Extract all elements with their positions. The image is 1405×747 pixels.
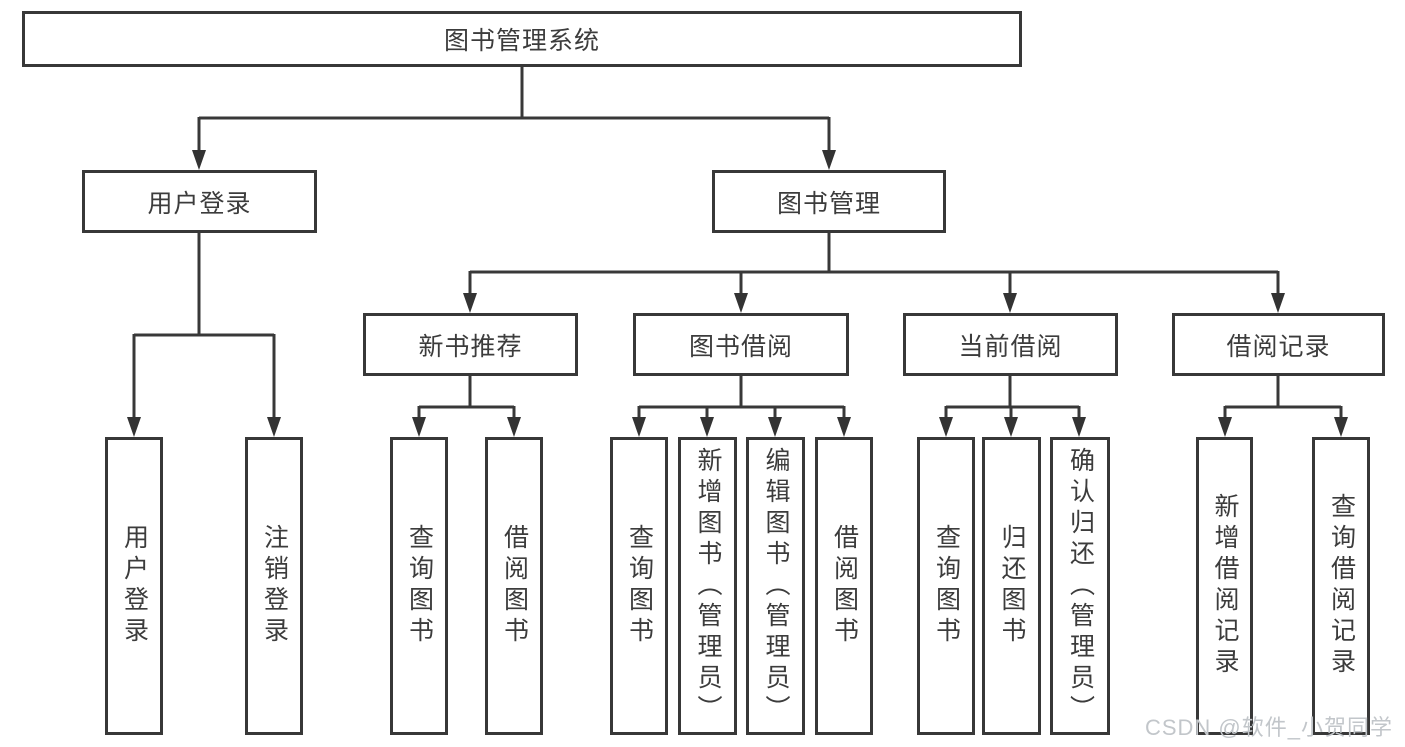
connector-book-management-branch bbox=[463, 231, 1285, 313]
leaf-label: 查询借阅记录 bbox=[1327, 493, 1356, 679]
leaf-label: 新增图书（管理员） bbox=[694, 446, 722, 726]
leaf-label: 归还图书 bbox=[998, 524, 1026, 648]
leaf-add-books-admin: 新增图书（管理员） bbox=[678, 437, 737, 735]
leaf-label: 注销登录 bbox=[260, 524, 289, 648]
connector-recommendation-branch bbox=[412, 375, 521, 437]
leaf-label: 借阅图书 bbox=[830, 524, 859, 648]
node-new-book-recommendation: 新书推荐 bbox=[363, 313, 578, 376]
leaf-edit-books-admin: 编辑图书（管理员） bbox=[746, 437, 805, 735]
leaf-label: 编辑图书（管理员） bbox=[762, 446, 790, 726]
leaf-label: 查询图书 bbox=[405, 524, 434, 648]
leaf-confirm-return-admin: 确认归还（管理员） bbox=[1050, 437, 1110, 735]
leaf-search-books-current: 查询图书 bbox=[917, 437, 975, 735]
leaf-borrow-books: 借阅图书 bbox=[815, 437, 873, 735]
connector-borrowing-branch bbox=[632, 375, 851, 437]
node-borrowing-records: 借阅记录 bbox=[1172, 313, 1385, 376]
connector-user-login-branch bbox=[127, 233, 281, 437]
leaf-label: 新增借阅记录 bbox=[1211, 493, 1239, 679]
connector-records-branch bbox=[1218, 375, 1348, 437]
leaf-label: 借阅图书 bbox=[500, 524, 529, 648]
node-book-borrowing: 图书借阅 bbox=[633, 313, 849, 376]
leaf-label: 确认归还（管理员） bbox=[1066, 446, 1095, 726]
leaf-query-borrow-record: 查询借阅记录 bbox=[1312, 437, 1370, 735]
node-current-borrowing: 当前借阅 bbox=[903, 313, 1118, 376]
leaf-borrow-books-recommend: 借阅图书 bbox=[485, 437, 543, 735]
node-book-management: 图书管理 bbox=[712, 170, 946, 233]
connector-root-to-level2 bbox=[192, 67, 836, 170]
leaf-search-books-recommend: 查询图书 bbox=[390, 437, 448, 735]
connector-current-branch bbox=[939, 375, 1086, 437]
leaf-label: 查询图书 bbox=[932, 524, 961, 648]
node-library-management-system: 图书管理系统 bbox=[22, 11, 1022, 67]
leaf-label: 用户登录 bbox=[120, 524, 149, 648]
node-user-login: 用户登录 bbox=[82, 170, 317, 233]
leaf-label: 查询图书 bbox=[625, 524, 654, 648]
leaf-add-borrow-record: 新增借阅记录 bbox=[1196, 437, 1253, 735]
leaf-search-books-borrowing: 查询图书 bbox=[610, 437, 668, 735]
leaf-user-login: 用户登录 bbox=[105, 437, 163, 735]
csdn-watermark: CSDN @软件_小贺同学 bbox=[1144, 715, 1393, 740]
leaf-logout: 注销登录 bbox=[245, 437, 303, 735]
leaf-return-books: 归还图书 bbox=[982, 437, 1041, 735]
